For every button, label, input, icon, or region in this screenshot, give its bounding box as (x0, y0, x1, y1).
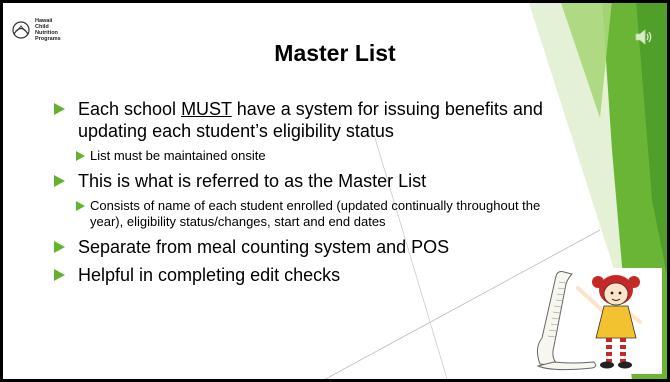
bullet-text: Each school (78, 99, 182, 119)
bullet-item: Helpful in completing edit checks (54, 264, 544, 286)
speaker-icon[interactable] (634, 28, 654, 46)
sub-bullet-item: Consists of name of each student enrolle… (54, 198, 544, 230)
green-triangle-bullet-icon (76, 151, 85, 161)
bullet-text: Helpful in completing edit checks (78, 265, 341, 285)
bullet-list: Each school MUST have a system for issui… (54, 98, 544, 292)
bullet-emphasis: MUST (181, 99, 232, 119)
girl-with-long-list-clipart (532, 268, 662, 374)
bullet-text: Separate from meal counting system and P… (78, 237, 450, 257)
green-triangle-bullet-icon (54, 269, 65, 281)
slide-title: Master List (274, 40, 396, 66)
logo-line: Hawaii (35, 18, 53, 24)
bullet-text: Consists of name of each student enrolle… (90, 198, 541, 229)
decor-panel-dark (636, 0, 670, 290)
sub-bullet-item: List must be maintained onsite (54, 148, 544, 164)
logo-line: Programs (35, 36, 61, 42)
hawaii-cnp-logo: Hawaii Child Nutrition Programs (10, 18, 61, 42)
logo-text: Hawaii Child Nutrition Programs (35, 18, 61, 42)
bullet-item: This is what is referred to as the Maste… (54, 170, 544, 192)
bullet-item: Separate from meal counting system and P… (54, 236, 544, 258)
bullet-text: This is what is referred to as the Maste… (78, 171, 427, 191)
green-triangle-bullet-icon (54, 103, 65, 115)
green-triangle-bullet-icon (54, 175, 65, 187)
bullet-text: List must be maintained onsite (90, 148, 266, 163)
bullet-text: have a system for issuing benefits and u… (78, 99, 543, 141)
green-triangle-bullet-icon (54, 241, 65, 253)
logo-line: Child (35, 24, 49, 30)
decor-panel-top (560, 0, 612, 118)
green-triangle-bullet-icon (76, 201, 85, 211)
logo-icon (12, 21, 30, 39)
decor-line (371, 127, 449, 382)
bullet-item: Each school MUST have a system for issui… (54, 98, 544, 142)
logo-line: Nutrition (35, 30, 58, 36)
decor-line (319, 229, 601, 382)
